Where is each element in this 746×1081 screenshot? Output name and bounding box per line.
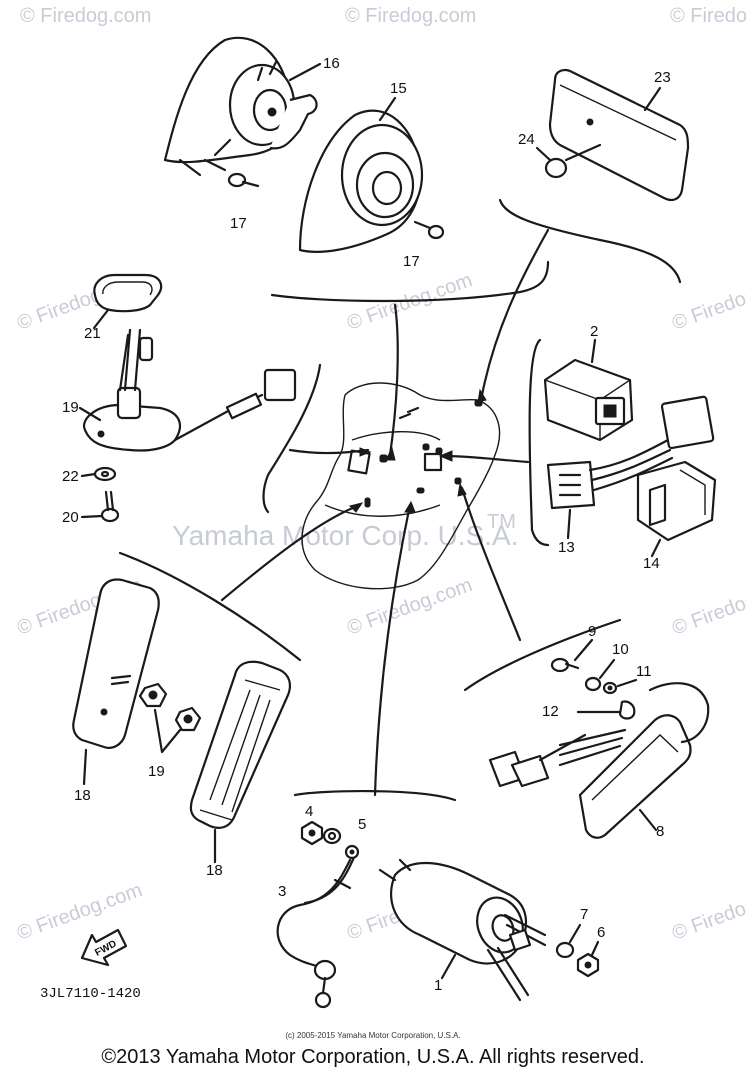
washer-5	[322, 827, 342, 845]
nut-25	[544, 143, 602, 179]
callout-24: 23	[654, 69, 671, 86]
callout-15: 15	[390, 80, 407, 97]
washer-10	[584, 676, 602, 692]
callout-11: 11	[636, 663, 652, 680]
callout-9: 9	[588, 623, 596, 640]
small-copyright: (c) 2005-2015 Yamaha Motor Corporation, …	[285, 1031, 461, 1040]
bolt-17	[413, 220, 445, 240]
leader-lines	[118, 198, 682, 802]
callout-5: 5	[358, 816, 366, 833]
watermark-firedog: © Firedog.com	[345, 5, 476, 27]
callout-18: 18	[74, 787, 91, 804]
washer-7	[555, 941, 575, 959]
copyright-footer: ©2013 Yamaha Motor Corporation, U.S.A. A…	[101, 1046, 645, 1068]
callout-6: 6	[597, 924, 605, 941]
horn-16	[163, 36, 318, 177]
callout-16: 16	[323, 55, 340, 72]
callout-12: 12	[542, 703, 559, 720]
callout-3: 3	[278, 883, 286, 900]
watermark-firedog: © Firedog.com	[14, 879, 145, 945]
watermark-firedog: © Firedog.com	[20, 5, 151, 27]
watermark-yamaha: Yamaha Motor Corp. U.S.A.	[172, 520, 519, 551]
watermark-firedog: © Firedog.com	[669, 269, 746, 335]
callout-23: 22	[62, 468, 79, 485]
forward-arrow-icon: FWD	[80, 928, 128, 967]
bolt-12	[576, 700, 636, 720]
callout-13: 13	[558, 539, 575, 556]
callout-18: 18	[206, 862, 223, 879]
callout-17: 17	[230, 215, 247, 232]
bolt-17	[227, 172, 260, 188]
callout-7: 7	[580, 906, 588, 923]
callout-20: 19	[62, 399, 79, 416]
watermark-firedog: © Firedog.com	[669, 879, 746, 945]
callout-21: 21	[84, 325, 101, 342]
part-code: 3JL7110-1420	[40, 986, 141, 1002]
connector-13	[546, 395, 715, 510]
gasket-21	[93, 273, 163, 313]
bolt-9	[550, 657, 580, 673]
callout-14: 14	[643, 555, 660, 572]
callout-labels: 16 15 23 24 17 17 21 2 19 22 20 13 14 9 …	[62, 55, 671, 994]
nut-6	[576, 952, 600, 978]
callout-2: 2	[590, 323, 598, 340]
callout-17: 17	[403, 253, 420, 270]
fuel-sender-20	[82, 328, 297, 452]
callout-4: 4	[305, 803, 313, 820]
watermark-tm: TM	[487, 511, 516, 533]
nut-19	[138, 682, 202, 754]
starter-relay-1	[378, 858, 547, 1002]
motorcycle-outline	[301, 382, 501, 590]
callout-1: 1	[434, 977, 442, 994]
callout-19: 19	[148, 763, 165, 780]
callout-10: 10	[612, 641, 629, 658]
callout-22: 20	[62, 509, 79, 526]
lead-wire-3	[276, 844, 360, 1009]
relay-2	[543, 358, 634, 442]
watermark-firedog: © Firedog.com	[669, 574, 746, 640]
washer-23	[93, 466, 117, 482]
callout-25: 24	[518, 131, 535, 148]
watermark-firedog: © Firedog.com	[670, 5, 746, 27]
nut-4	[300, 820, 324, 846]
reflector-24	[548, 69, 690, 201]
rectifier-8	[488, 682, 710, 839]
callout-8: 8	[656, 823, 664, 840]
connector-14	[636, 460, 717, 542]
collar-11	[602, 681, 618, 695]
screw-22	[100, 490, 120, 523]
horn-15	[298, 109, 424, 253]
reflector-18-right	[189, 660, 291, 829]
reflector-18-left	[72, 578, 160, 749]
